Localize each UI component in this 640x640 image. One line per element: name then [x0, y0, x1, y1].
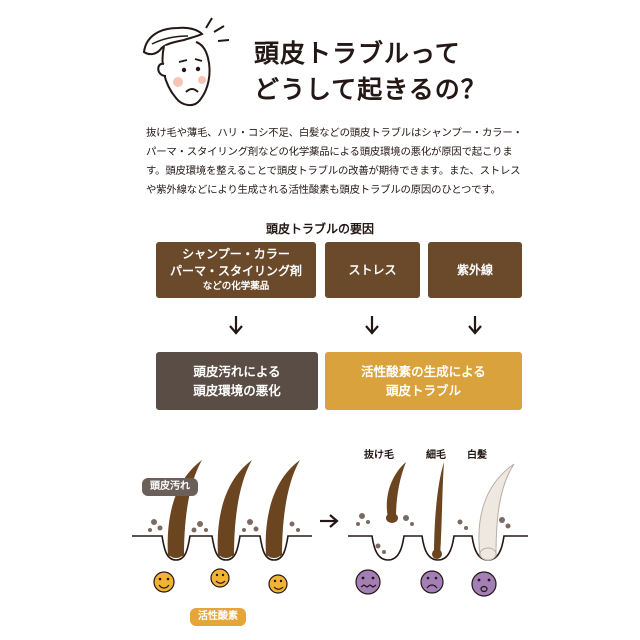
cause-box-stress: ストレス — [325, 242, 420, 298]
page-title: 頭皮トラブルって どうして起きるの？ — [254, 36, 514, 108]
cause-box-chemicals: シャンプー・カラー パーマ・スタイリング剤 などの化学薬品 — [156, 242, 316, 298]
hair-label-falling: 抜け毛 — [364, 450, 394, 461]
result-label: 頭皮汚れによる — [193, 364, 281, 379]
cause-sublabel: などの化学薬品 — [202, 281, 270, 292]
sad-face-icon — [471, 571, 497, 597]
result-box-active-oxygen: 活性酸素の生成による 頭皮トラブル — [325, 352, 522, 410]
result-label: 頭皮トラブル — [385, 383, 461, 398]
title-line-1: 頭皮トラブルって — [254, 39, 461, 68]
causes-title: 頭皮トラブルの要因 — [265, 222, 374, 236]
result-box-scalp-environment: 頭皮汚れによる 頭皮環境の悪化 — [156, 352, 318, 410]
title-line-2: どうして起きるの？ — [254, 75, 487, 104]
sad-face-icon — [420, 570, 444, 594]
smiley-icon — [153, 571, 175, 593]
down-arrow-icon — [365, 316, 379, 335]
face-icon — [142, 17, 230, 106]
cause-box-uv: 紫外線 — [428, 242, 522, 298]
down-arrow-icon — [468, 316, 482, 335]
hair-label-white: 白髪 — [467, 450, 487, 461]
cause-label: ストレス — [348, 262, 397, 277]
intro-text: 抜け毛や薄毛、ハリ・コシ不足、白髪などの頭皮トラブルはシャンプー・カラー・パーマ… — [146, 127, 523, 196]
cause-label: シャンプー・カラー — [182, 247, 290, 261]
result-label: 頭皮環境の悪化 — [193, 383, 281, 398]
scalp-dirt-tag: 頭皮汚れ — [142, 478, 198, 496]
hair-illustration-right — [348, 462, 528, 597]
cause-label: 紫外線 — [456, 262, 493, 277]
sad-face-icon — [355, 569, 381, 595]
active-oxygen-tag: 活性酸素 — [190, 608, 246, 626]
smiley-icon — [268, 574, 288, 594]
down-arrow-icon — [229, 316, 243, 335]
right-arrow-icon — [320, 514, 339, 528]
result-label: 活性酸素の生成による — [361, 364, 486, 379]
cause-label: パーマ・スタイリング剤 — [169, 264, 302, 278]
hair-illustration-left — [132, 460, 312, 594]
hair-label-thin: 細毛 — [426, 450, 446, 461]
smiley-icon — [210, 568, 230, 588]
